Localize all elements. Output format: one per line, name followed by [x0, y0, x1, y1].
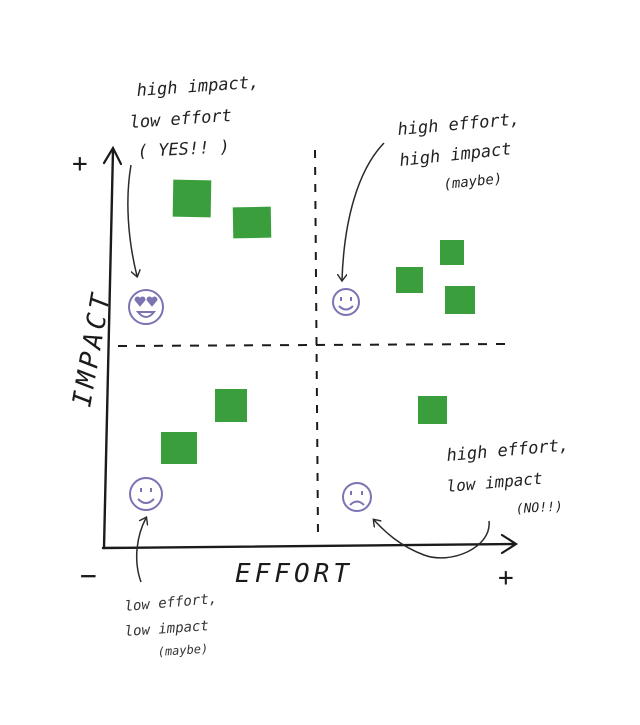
horizontal-divider	[117, 343, 506, 347]
item-square	[445, 286, 475, 314]
annotation-line: (NO!!)	[515, 500, 563, 517]
annotation-line: low effort	[129, 106, 233, 133]
x-axis-minus: −	[80, 559, 97, 592]
heart-eyes-face-icon	[128, 289, 164, 325]
annotation-top-right: high effort, high impact (maybe)	[397, 109, 521, 193]
arrow-top-right	[342, 142, 385, 280]
arrow-top-left	[127, 164, 137, 276]
x-axis-plus: +	[498, 563, 514, 593]
item-square	[440, 240, 464, 265]
item-square	[232, 206, 272, 239]
item-square	[172, 179, 212, 218]
annotation-line: low effort,	[124, 591, 218, 615]
annotation-line: low impact	[124, 618, 209, 640]
y-axis-plus: +	[72, 149, 88, 179]
annotation-line: low impact	[446, 469, 544, 496]
arrow-bottom-right	[374, 520, 490, 559]
annotation-line: (maybe)	[443, 171, 503, 193]
item-square	[215, 389, 247, 422]
annotation-bottom-right: high effort, low impact (NO!!)	[446, 435, 570, 517]
y-axis-arrowhead	[102, 145, 123, 166]
annotation-bottom-left: low effort, low impact (maybe)	[124, 591, 218, 659]
smiling-face-icon	[129, 477, 163, 511]
item-square	[418, 396, 447, 424]
x-axis	[101, 542, 517, 550]
arrow-bottom-left	[135, 518, 146, 583]
x-axis-arrowhead	[500, 533, 519, 555]
item-square	[161, 432, 197, 464]
annotation-line: high impact,	[136, 72, 260, 101]
annotation-line: high impact	[398, 139, 512, 171]
x-axis-label: EFFORT	[235, 559, 353, 589]
y-axis	[102, 148, 115, 550]
y-axis-label: IMPACT	[67, 288, 117, 409]
annotation-line: high effort,	[397, 109, 521, 140]
items	[161, 179, 475, 464]
annotation-line: ( YES!! )	[137, 137, 230, 162]
annotation-line: high effort,	[446, 435, 570, 466]
annotation-line: (maybe)	[157, 641, 208, 658]
annotation-top-left: high impact, low effort ( YES!! )	[129, 72, 260, 162]
vertical-divider	[314, 149, 319, 536]
frowning-face-icon	[342, 482, 372, 512]
smiling-face-icon	[332, 288, 360, 316]
item-square	[396, 267, 423, 293]
